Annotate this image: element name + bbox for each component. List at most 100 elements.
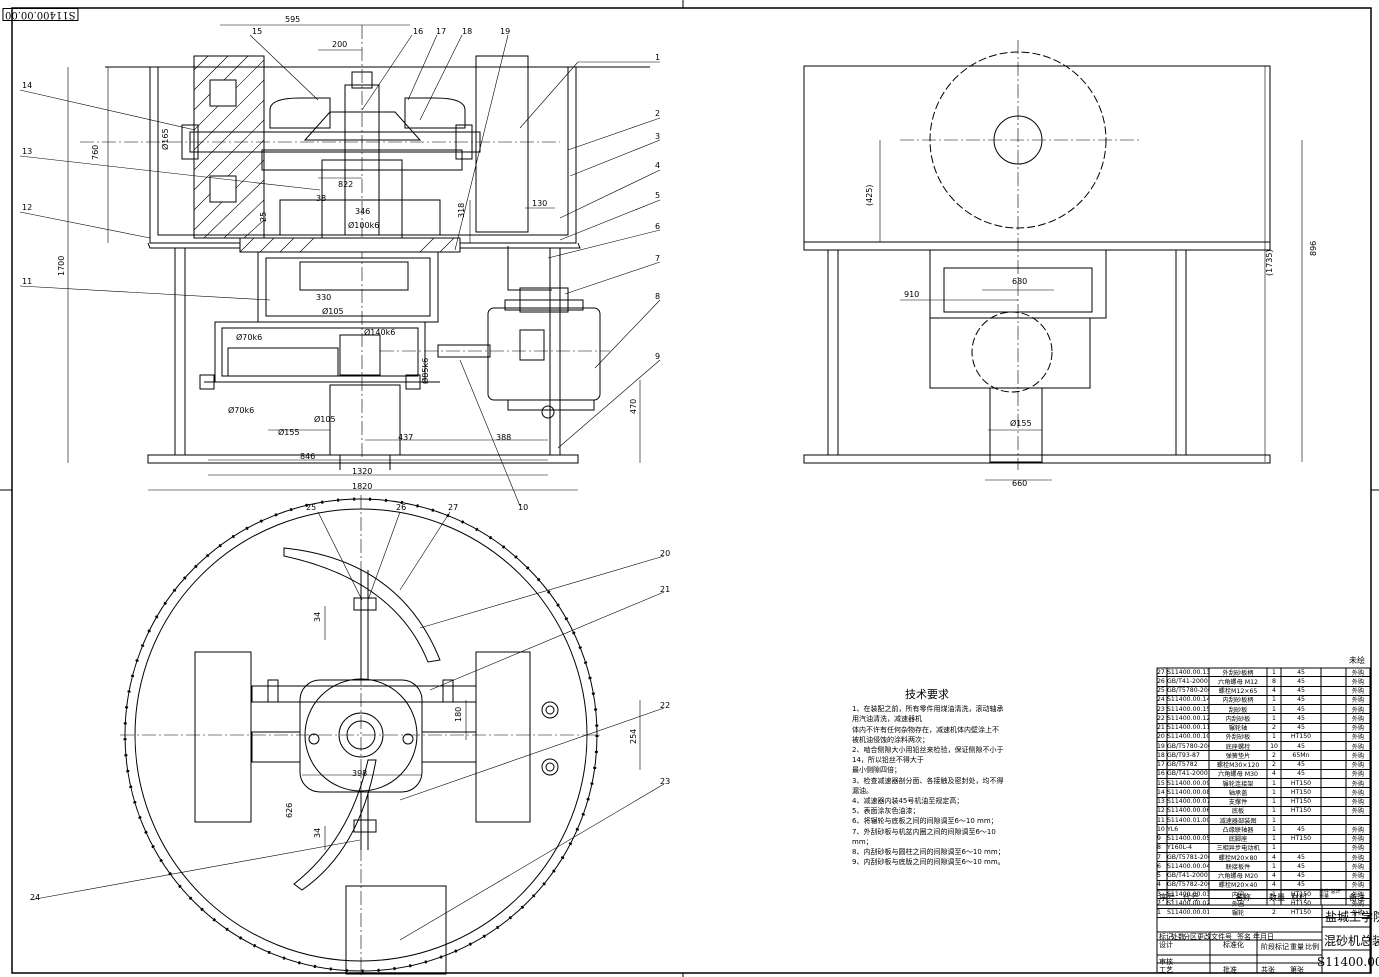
tech-line: 2、啮合侧隙大小用铅丝来检验，保证侧隙不小于 — [852, 746, 1004, 755]
tech-line: 被机油侵蚀的涂料两次； — [852, 735, 929, 744]
bom-cell-name: 支撑件 — [1228, 799, 1248, 807]
bom-cell-qty: 1 — [1272, 668, 1276, 676]
technical-requirements: 技术要求 1、在装配之前，所有零件用煤油清洗，滚动轴承用汽油清洗，减速器机体内不… — [852, 689, 1042, 867]
tech-line: 8、内刮砂板与圆柱之间的间隙调至6～10 mm； — [852, 848, 1005, 857]
tb-label: 分区 — [1183, 933, 1197, 941]
callout-labels: 1 2 3 4 5 6 7 8 9 10 11 12 13 14 15 16 1… — [22, 27, 670, 902]
callout-13: 13 — [22, 147, 32, 156]
bom-cell-name: 辗轮轴 — [1228, 725, 1248, 733]
tech-line: 1、在装配之前，所有零件用煤油清洗，滚动轴承 — [852, 705, 1004, 714]
bom-cell-name: 螺栓M20×40 — [1218, 882, 1258, 890]
dim: 398 — [352, 769, 367, 778]
bom-cell-no: 15 — [1157, 779, 1165, 787]
bom-cell-note: 外购 — [1351, 845, 1365, 853]
bom-cell-note: 外购 — [1351, 789, 1365, 797]
bom-cell-mat: 45 — [1297, 696, 1305, 704]
bom-cell-qty: 1 — [1272, 779, 1276, 787]
top-view — [29, 495, 665, 975]
bom-cell-code: S11400.00.01 — [1167, 909, 1209, 917]
bom-cell-qty: 1 — [1272, 816, 1276, 824]
tb-label: 标准化 — [1223, 941, 1244, 949]
bom-cell-name: 六角螺母 M20 — [1218, 873, 1258, 881]
tech-line: 14，所以铅丝不得大于 — [852, 756, 924, 765]
bom-cell-mat: HT150 — [1290, 835, 1312, 843]
tech-line: 4、减速器内装45号机油至规定高； — [852, 797, 964, 806]
title-block: 盐城工学院 混砂机总装 S11400.00.00 标记 处数 分区 更改文件号 … — [1157, 905, 1379, 974]
bom-cell-qty: 2 — [1272, 724, 1276, 732]
bom-head-no: 序号 — [1159, 893, 1175, 902]
bom-cell-note: 外购 — [1351, 706, 1365, 714]
school-name: 盐城工学院 — [1325, 910, 1379, 924]
tb-label: 共张 — [1261, 966, 1275, 974]
tb-label: 重量 — [1290, 943, 1304, 951]
tech-line: mm； — [852, 837, 873, 846]
bom-cell-note: 外购 — [1351, 688, 1365, 696]
bom-cell-no: 3 — [1157, 890, 1161, 898]
callout-19: 19 — [500, 27, 510, 36]
bom-cell-code: S11400.00.03 — [1167, 890, 1209, 898]
bom-cell-code: S11400.00.09 — [1167, 779, 1209, 787]
bom-cell-note: 外购 — [1351, 836, 1365, 844]
dim: 822 — [338, 180, 353, 189]
bom-cell-note: 外购 — [1351, 762, 1365, 770]
callout-17: 17 — [436, 27, 446, 36]
bom-cell-no: 13 — [1157, 798, 1165, 806]
tb-label: 签名 — [1237, 933, 1251, 941]
callout-20: 20 — [660, 549, 670, 558]
bom-cell-no: 12 — [1157, 807, 1165, 815]
side-view — [803, 40, 1303, 481]
bom-cell-mat: 45 — [1297, 742, 1305, 750]
front-dimensions: 595 200 760 Ø165 822 346 318 130 Ø100k6 … — [57, 15, 638, 491]
dim: 626 — [285, 803, 294, 818]
tb-label: 更改文件号 — [1197, 933, 1232, 941]
front-view — [19, 24, 661, 507]
bom-cell-note: 外购 — [1351, 799, 1365, 807]
callout-3: 3 — [655, 132, 660, 141]
bom-cell-qty: 1 — [1272, 714, 1276, 722]
bom-cell-mat: 45 — [1297, 853, 1305, 861]
bom-cell-code: GB/T5782-2000 — [1167, 881, 1209, 889]
bom-cell-name: 凸缘联轴器 — [1222, 826, 1254, 834]
bom-cell-name: 螺栓M30×120 — [1216, 762, 1260, 770]
bom-cell-mat: HT150 — [1290, 788, 1312, 796]
bom-cell-name: 底板 — [1231, 808, 1245, 816]
bom-cell-code: S11400.00.05 — [1167, 835, 1209, 843]
bom-cell-code: YL6 — [1167, 825, 1179, 833]
title-block-frame — [1156, 667, 1371, 974]
bom-cell-note: 外购 — [1351, 743, 1365, 751]
bom-cell-note: 外购 — [1351, 863, 1365, 871]
bom-cell-no: 21 — [1157, 724, 1165, 732]
callout-1: 1 — [655, 53, 660, 62]
bom-cell-note: 外购 — [1351, 826, 1365, 834]
bom-cell-qty: 1 — [1272, 696, 1276, 704]
bom-cell-no: 24 — [1157, 696, 1165, 704]
callout-8: 8 — [655, 292, 660, 301]
bom-cell-qty: 4 — [1272, 853, 1276, 861]
bom-head-weight: 单件 总计 重量 — [1319, 889, 1341, 900]
bom-cell-name: 螺栓M20×80 — [1218, 854, 1258, 862]
bom-cell-qty: 1 — [1272, 835, 1276, 843]
tb-label: 工艺 — [1159, 966, 1173, 974]
bom-head-code: 代号 — [1183, 893, 1199, 902]
bom-cell-note: 外购 — [1351, 854, 1365, 862]
tb-label: 处数 — [1171, 933, 1185, 941]
callout-9: 9 — [655, 352, 660, 361]
side-dimensions: (425) 896 (1735) 910 680 Ø155 660 — [865, 184, 1318, 488]
bom-cell-qty: 1 — [1272, 862, 1276, 870]
bom-cell-name: 刮砂板 — [1228, 706, 1248, 714]
bom-cell-note: 外购 — [1351, 697, 1365, 705]
bom-cell-code: GB/T5781-2000 — [1167, 853, 1209, 861]
bom-cell-qty: 4 — [1272, 881, 1276, 889]
dim: (1735) — [1265, 249, 1274, 276]
tech-line: 7、外刮砂板与机盆内圈之间的间隙调至6～10 — [852, 827, 996, 836]
bom-cell-no: 4 — [1157, 881, 1161, 889]
dim: 34 — [313, 828, 322, 838]
